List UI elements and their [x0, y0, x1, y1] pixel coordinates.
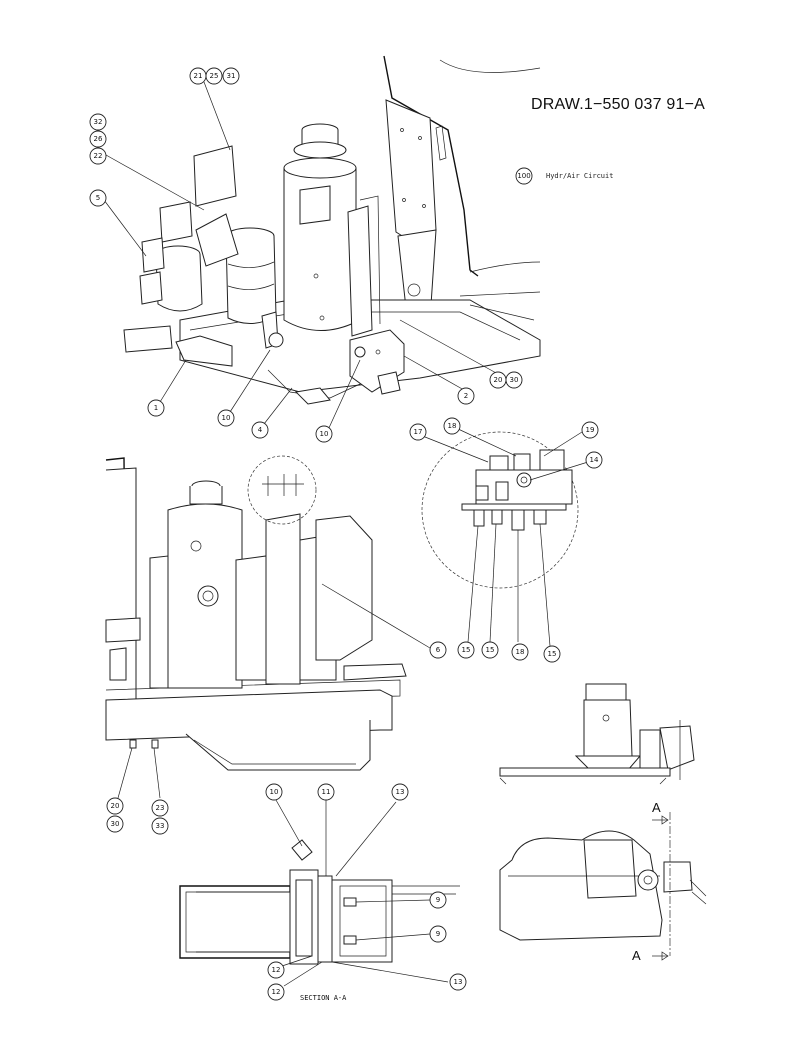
callout-15: 15: [481, 641, 499, 659]
callout-number: 13: [454, 978, 463, 986]
callout-13: 13: [391, 783, 409, 801]
callout-number: 4: [258, 426, 263, 434]
callout-number: 14: [590, 456, 599, 464]
callout-number: 9: [436, 930, 440, 938]
callout-2: 2: [457, 387, 475, 405]
callout-26: 26: [89, 130, 107, 148]
side-elevation-small: [499, 683, 695, 785]
callout-23: 23: [151, 799, 169, 817]
callout-18: 18: [511, 643, 529, 661]
callout-number: 32: [94, 118, 103, 126]
callout-10: 10: [217, 409, 235, 427]
callout-number: 1: [154, 404, 158, 412]
leader-lines: [103, 81, 589, 987]
callout-15: 15: [543, 645, 561, 663]
callout-bubbles: 21 25 31 32 26 22 5 1 10 4 10 2 20 30 17 18 19 14 15 15 18 15…: [89, 67, 603, 1001]
callout-number: 25: [210, 72, 219, 80]
callout-number: 15: [548, 650, 557, 658]
circuit-note-ref: 100: [517, 172, 530, 180]
callout-14: 14: [585, 451, 603, 469]
callout-33: 33: [151, 817, 169, 835]
callout-number: 17: [414, 428, 423, 436]
plan-view-section-a: A A: [499, 800, 707, 963]
callout-10: 10: [265, 783, 283, 801]
callout-20: 20: [489, 371, 507, 389]
callout-number: 15: [462, 646, 471, 654]
callout-number: 23: [156, 804, 165, 812]
callout-18: 18: [443, 417, 461, 435]
callout-9: 9: [429, 925, 447, 943]
callout-number: 20: [111, 802, 120, 810]
callout-11: 11: [317, 783, 335, 801]
callout-number: 30: [510, 376, 519, 384]
callout-21: 21: [189, 67, 207, 85]
callout-number: 21: [194, 72, 203, 80]
callout-number: 30: [111, 820, 120, 828]
callout-number: 12: [272, 966, 281, 974]
detail-view-manifold: [421, 431, 579, 589]
callout-number: 22: [94, 152, 103, 160]
callout-number: 5: [96, 194, 100, 202]
callout-10: 10: [315, 425, 333, 443]
callout-30: 30: [106, 815, 124, 833]
callout-number: 11: [322, 788, 331, 796]
callout-20: 20: [106, 797, 124, 815]
callout-22: 22: [89, 147, 107, 165]
callout-12: 12: [267, 961, 285, 979]
callout-number: 10: [222, 414, 231, 422]
callout-9: 9: [429, 891, 447, 909]
callout-number: 6: [436, 646, 441, 654]
callout-5: 5: [89, 189, 107, 207]
side-view-assembly: [105, 455, 407, 771]
callout-number: 10: [270, 788, 279, 796]
callout-6: 6: [429, 641, 447, 659]
section-a-a-label: SECTION A-A: [300, 994, 347, 1002]
callout-32: 32: [89, 113, 107, 131]
section-marker-top: A: [652, 800, 661, 815]
callout-number: 18: [448, 422, 457, 430]
callout-25: 25: [205, 67, 223, 85]
callout-number: 10: [320, 430, 329, 438]
callout-number: 18: [516, 648, 525, 656]
callout-19: 19: [581, 421, 599, 439]
circuit-note-text: Hydr/Air Circuit: [546, 172, 614, 180]
section-marker-bottom: A: [632, 948, 641, 963]
callout-4: 4: [251, 421, 269, 439]
callout-12: 12: [267, 983, 285, 1001]
callout-13: 13: [449, 973, 467, 991]
callout-15: 15: [457, 641, 475, 659]
callout-number: 13: [396, 788, 405, 796]
callout-number: 2: [464, 392, 468, 400]
callout-31: 31: [222, 67, 240, 85]
callout-number: 31: [227, 72, 236, 80]
callout-number: 20: [494, 376, 503, 384]
callout-number: 12: [272, 988, 281, 996]
callout-30: 30: [505, 371, 523, 389]
section-a-a-view: SECTION A-A: [179, 839, 460, 1002]
callout-number: 9: [436, 896, 440, 904]
callout-number: 26: [94, 135, 103, 143]
drawing-number: DRAW.1−550 037 91−A: [531, 96, 705, 113]
isometric-assembly: [123, 55, 541, 405]
circuit-note-bubble: 100: [515, 167, 533, 185]
callout-number: 33: [156, 822, 165, 830]
callout-number: 19: [586, 426, 595, 434]
callout-17: 17: [409, 423, 427, 441]
callout-1: 1: [147, 399, 165, 417]
callout-number: 15: [486, 646, 495, 654]
